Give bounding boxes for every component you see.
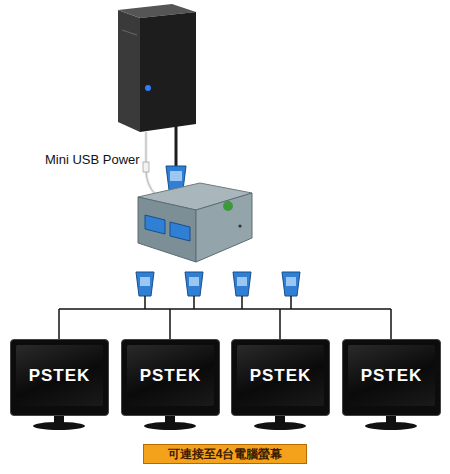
monitor-stands xyxy=(33,414,417,430)
wire xyxy=(241,296,243,309)
splitter-jack xyxy=(238,224,241,227)
tower-detail xyxy=(122,30,137,35)
vga-connector xyxy=(233,272,251,296)
banner-text: 可連接至4台電腦螢幕 xyxy=(168,446,283,463)
wire xyxy=(144,296,146,309)
splitter-logo xyxy=(223,201,233,211)
wire xyxy=(290,296,292,309)
monitor-node: PSTEK xyxy=(10,339,109,416)
monitor-node: PSTEK xyxy=(231,339,330,416)
tower-side xyxy=(118,10,140,132)
brand-text: PSTEK xyxy=(250,366,312,386)
wire xyxy=(169,309,171,339)
wire xyxy=(58,309,60,339)
power-led xyxy=(145,85,151,91)
usb-plug xyxy=(143,162,149,172)
splitter-port xyxy=(170,222,190,241)
wire xyxy=(193,296,195,309)
splitter-port xyxy=(145,215,165,234)
monitor-base xyxy=(254,422,306,430)
cable-label: Mini USB Power xyxy=(45,152,140,167)
output-connectors xyxy=(136,272,300,296)
brand-text: PSTEK xyxy=(29,366,91,386)
tower-front xyxy=(140,12,196,132)
splitter-front xyxy=(138,197,196,262)
vga-connector-face xyxy=(170,171,182,181)
vga-connector-face xyxy=(189,277,199,286)
wire xyxy=(59,308,391,310)
vga-connector-face xyxy=(140,277,150,286)
monitor-node: PSTEK xyxy=(121,339,220,416)
vga-cable xyxy=(175,120,178,166)
vga-connector-face xyxy=(237,277,247,286)
monitor-base xyxy=(144,422,196,430)
monitor-base xyxy=(365,422,417,430)
vga-connector xyxy=(282,272,300,296)
wire xyxy=(279,309,281,339)
splitter-side xyxy=(196,193,252,262)
wire xyxy=(390,309,392,339)
brand-text: PSTEK xyxy=(140,366,202,386)
caption-banner: 可連接至4台電腦螢幕 xyxy=(143,444,307,464)
brand-text: PSTEK xyxy=(361,366,423,386)
wiring-bus xyxy=(59,296,391,339)
monitor-node: PSTEK xyxy=(342,339,441,416)
vga-connector-face xyxy=(286,277,296,286)
vga-connector xyxy=(185,272,203,296)
monitor-base xyxy=(33,422,85,430)
vga-connector xyxy=(136,272,154,296)
